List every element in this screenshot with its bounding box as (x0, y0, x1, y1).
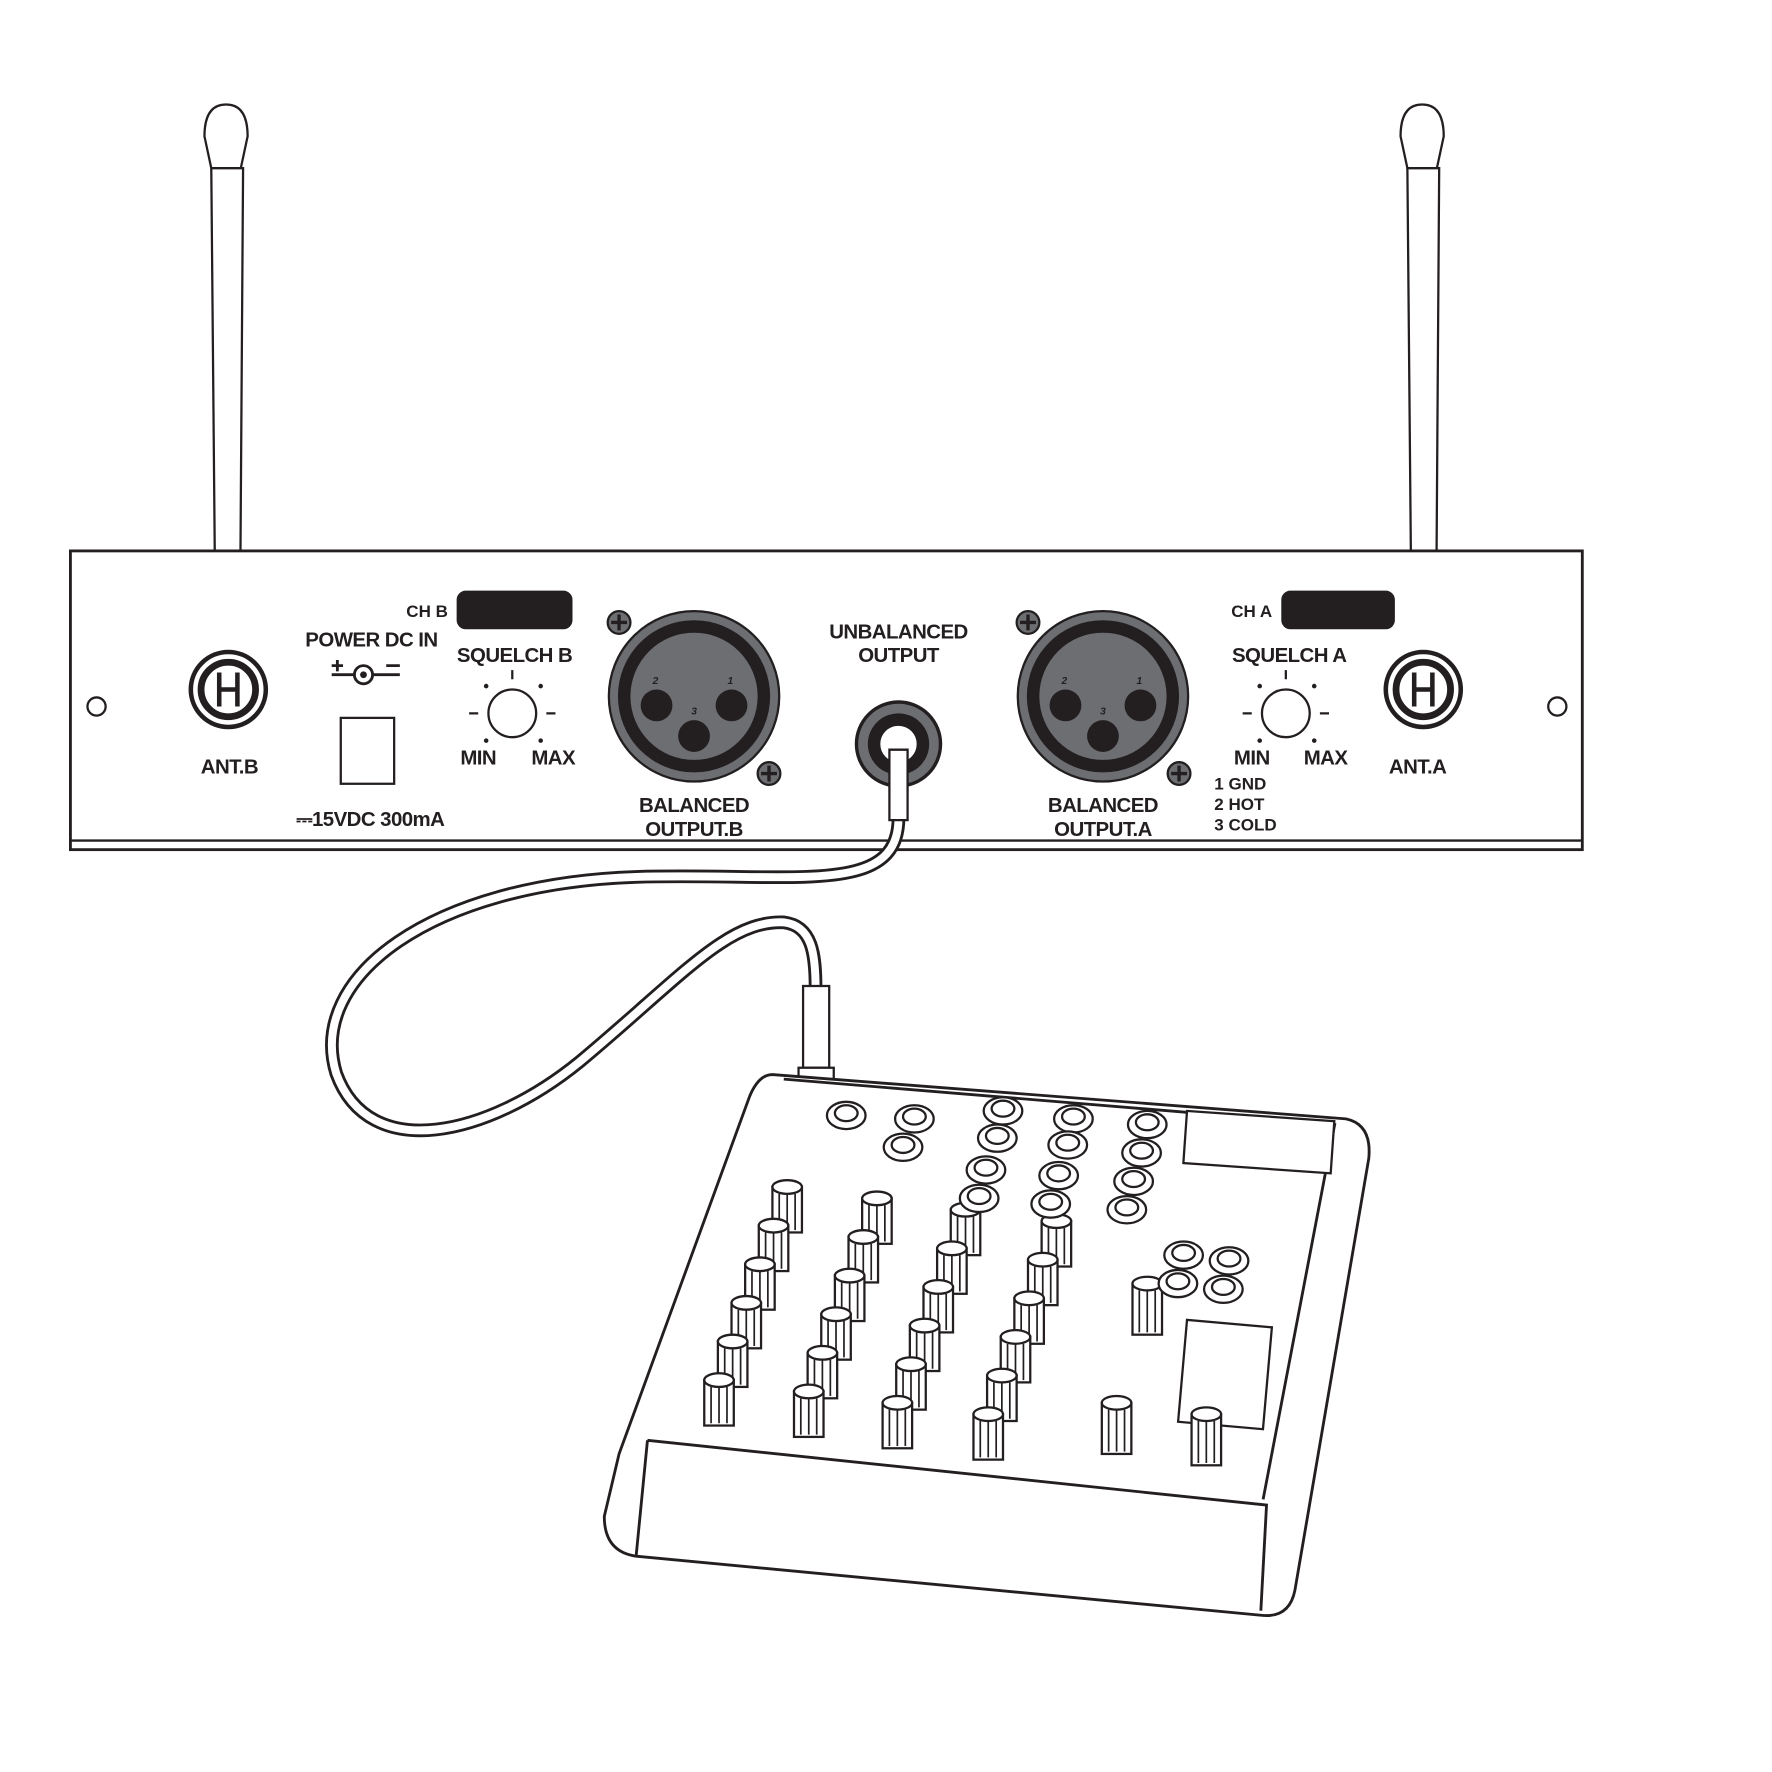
balanced-output-a-line1: BALANCED (1048, 794, 1158, 817)
squelch-a-max-label: MAX (1304, 746, 1349, 769)
mixer (602, 1073, 1371, 1618)
mixer-knob[interactable] (1131, 1275, 1164, 1336)
balanced-output-b-line1: BALANCED (639, 794, 749, 817)
squelch-a-label: SQUELCH A (1232, 644, 1347, 667)
pin-legend-1: 1 GND (1214, 774, 1266, 793)
mounting-hole-right (1547, 696, 1568, 717)
squelch-a-knob[interactable] (1242, 670, 1329, 743)
pin-1-label: 1 (728, 676, 734, 687)
squelch-b-label: SQUELCH B (457, 644, 572, 667)
mixer-knob[interactable] (972, 1406, 1005, 1461)
xlr-balanced-output-b[interactable]: 2 1 3 (607, 609, 781, 783)
mixer-jack[interactable] (1113, 1166, 1155, 1197)
pin-legend-2: 2 HOT (1214, 795, 1265, 814)
mixer-jack[interactable] (958, 1183, 1000, 1214)
mixer-jack[interactable] (1157, 1268, 1199, 1299)
squelch-b-min-label: MIN (460, 746, 496, 769)
mixer-jack[interactable] (1121, 1138, 1163, 1168)
pin-2-label: 2 (652, 676, 659, 687)
mixer-jack[interactable] (1038, 1160, 1080, 1191)
mixer-jack[interactable] (1163, 1240, 1205, 1270)
mixer-knob[interactable] (771, 1179, 804, 1234)
mixer-jack[interactable] (965, 1155, 1007, 1185)
mixer-knob[interactable] (703, 1372, 735, 1427)
mixer-knob[interactable] (1100, 1394, 1133, 1456)
mixer-jack[interactable] (1052, 1104, 1094, 1134)
mixer-jack[interactable] (1047, 1130, 1089, 1160)
mixer-jack[interactable] (1126, 1109, 1168, 1140)
power-dc-in-label: POWER DC IN (305, 628, 437, 651)
antenna-a (1399, 103, 1445, 672)
mixer-jack[interactable] (1106, 1194, 1148, 1225)
mixer-jack[interactable] (1208, 1246, 1250, 1276)
squelch-b-knob[interactable] (469, 670, 556, 743)
screw-icon (1166, 761, 1192, 787)
balanced-output-b-line2: OUTPUT.B (645, 818, 743, 841)
squelch-a-min-label: MIN (1234, 746, 1270, 769)
mixer-knob[interactable] (1190, 1406, 1223, 1467)
mixer-jack[interactable] (1030, 1189, 1072, 1219)
mixer-label-area (1182, 1109, 1336, 1175)
mixer-jack[interactable] (882, 1132, 924, 1163)
mixer-jack[interactable] (1202, 1274, 1244, 1305)
mixer-jack[interactable] (982, 1096, 1024, 1126)
mixer-jack[interactable] (825, 1100, 867, 1131)
unbalanced-output-jack[interactable] (854, 700, 943, 788)
squelch-b-max-label: MAX (531, 746, 576, 769)
power-rating-label: ⎓15VDC 300mA (296, 808, 445, 831)
ch-b-display (456, 590, 573, 630)
pin-3-label: 3 (691, 706, 697, 717)
power-dc-jack[interactable] (339, 716, 396, 785)
dc-polarity-icon (331, 659, 400, 686)
mixer-jack[interactable] (893, 1104, 935, 1134)
ch-a-label: CH A (1231, 602, 1272, 621)
unbalanced-output-line1: UNBALANCED (829, 620, 968, 643)
balanced-output-a-line2: OUTPUT.A (1054, 818, 1152, 841)
screw-icon (606, 609, 632, 635)
pin-legend-3: 3 COLD (1214, 815, 1276, 834)
ant-b-label: ANT.B (201, 756, 258, 779)
mixer-knob[interactable] (792, 1383, 825, 1439)
screw-icon (1015, 609, 1041, 635)
xlr-balanced-output-a[interactable]: 2 1 3 (1016, 609, 1190, 783)
pin-3-label: 3 (1100, 706, 1106, 717)
pin-1-label: 1 (1136, 676, 1142, 687)
mounting-hole-left (86, 696, 107, 717)
antenna-b-connector (188, 649, 269, 730)
unbalanced-output-line2: OUTPUT (858, 644, 940, 667)
antenna-a-connector (1383, 649, 1464, 730)
screw-icon (756, 761, 782, 787)
pin-2-label: 2 (1060, 676, 1067, 687)
ch-a-display (1281, 590, 1395, 630)
ant-a-label: ANT.A (1389, 756, 1447, 779)
mixer-jack[interactable] (976, 1123, 1018, 1153)
mixer-knob[interactable] (881, 1394, 914, 1450)
ch-b-label: CH B (406, 602, 448, 621)
